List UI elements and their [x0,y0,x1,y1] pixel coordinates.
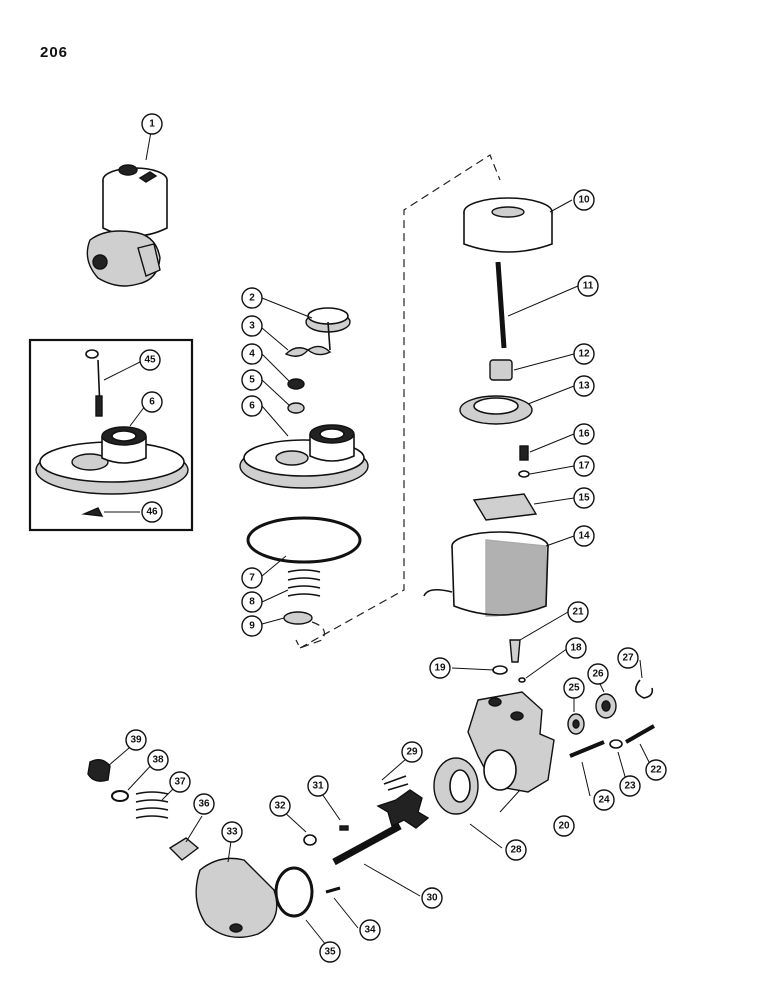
callout-31: 31 [307,775,329,797]
callout-2-label: 2 [249,293,255,304]
callout-29: 29 [401,741,423,763]
callout-39: 39 [125,729,147,751]
callout-35: 35 [319,941,341,963]
callout-10: 10 [573,189,595,211]
pump-assembly-illustration [86,125,168,287]
callout-34-label: 34 [364,925,376,936]
callout-32: 32 [269,795,291,817]
callout-22: 22 [645,759,667,781]
callout-19-label: 19 [434,663,446,674]
callout-18-label: 18 [570,643,582,654]
callout-36: 36 [193,793,215,815]
callout-30-label: 30 [426,893,438,904]
callout-4: 4 [241,343,263,365]
callout-35-label: 35 [324,947,336,958]
callout-26: 26 [587,663,609,685]
callout-39-label: 39 [130,735,142,746]
callout-37: 37 [169,771,191,793]
callout-15: 15 [573,487,595,509]
callout-17-label: 17 [578,461,590,472]
pump-body-illustration [87,659,655,951]
callout-4-label: 4 [249,349,255,360]
callout-8-label: 8 [249,597,255,608]
callout-46-label: 46 [146,507,158,518]
callout-25-label: 25 [568,683,580,694]
callout-23: 23 [619,775,641,797]
callout-28-label: 28 [510,845,522,856]
callout-14: 14 [573,525,595,547]
callout-33: 33 [221,821,243,843]
callout-45: 45 [139,349,161,371]
callout-13-label: 13 [578,381,590,392]
callout-38-label: 38 [152,755,164,766]
callout-3-label: 3 [249,321,255,332]
callout-5: 5 [241,369,263,391]
callout-16: 16 [573,423,595,445]
callout-9-label: 9 [249,621,255,632]
callout-21-label: 21 [572,607,584,618]
callout-3: 3 [241,315,263,337]
callout-7-label: 7 [249,573,255,584]
callout-28: 28 [505,839,527,861]
callout-2: 2 [241,287,263,309]
callout-22-label: 22 [650,765,662,776]
callout-25: 25 [563,677,585,699]
callout-31-label: 31 [312,781,324,792]
callout-16-label: 16 [578,429,590,440]
callout-21: 21 [567,601,589,623]
inset-alternate-cover [28,338,194,532]
callout-8: 8 [241,591,263,613]
callout-18: 18 [565,637,587,659]
callout-1: 1 [141,113,163,135]
callout-29-label: 29 [406,747,418,758]
reservoir-stack-illustration [423,197,579,683]
callout-24: 24 [593,789,615,811]
callout-23-label: 23 [624,781,636,792]
callout-6-inset-label: 6 [149,397,155,408]
callout-19: 19 [429,657,451,679]
callout-6-label: 6 [249,401,255,412]
callout-13: 13 [573,375,595,397]
callout-11-label: 11 [583,281,594,292]
callout-33-label: 33 [226,827,238,838]
callout-1-label: 1 [149,119,155,130]
dashed-assembly-line [295,154,501,649]
callout-24-label: 24 [598,795,610,806]
cover-stack-illustration [239,297,369,625]
callout-20-label: 20 [558,821,570,832]
callout-10-label: 10 [578,195,590,206]
callout-6-inset: 6 [141,391,163,413]
callout-27: 27 [617,647,639,669]
callout-46: 46 [141,501,163,523]
callout-6: 6 [241,395,263,417]
callout-34: 34 [359,919,381,941]
callout-45-label: 45 [144,355,156,366]
callout-5-label: 5 [249,375,255,386]
callout-27-label: 27 [622,653,634,664]
page-number: 206 [40,44,69,61]
callout-20: 20 [553,815,575,837]
callout-15-label: 15 [578,493,590,504]
callout-14-label: 14 [578,531,590,542]
callout-38: 38 [147,749,169,771]
callout-17: 17 [573,455,595,477]
callout-26-label: 26 [592,669,604,680]
callout-7: 7 [241,567,263,589]
callout-36-label: 36 [198,799,210,810]
callout-12: 12 [573,343,595,365]
callout-12-label: 12 [578,349,590,360]
callout-9: 9 [241,615,263,637]
callout-30: 30 [421,887,443,909]
callout-37-label: 37 [174,777,186,788]
callout-11: 11 [577,275,599,297]
callout-32-label: 32 [274,801,286,812]
